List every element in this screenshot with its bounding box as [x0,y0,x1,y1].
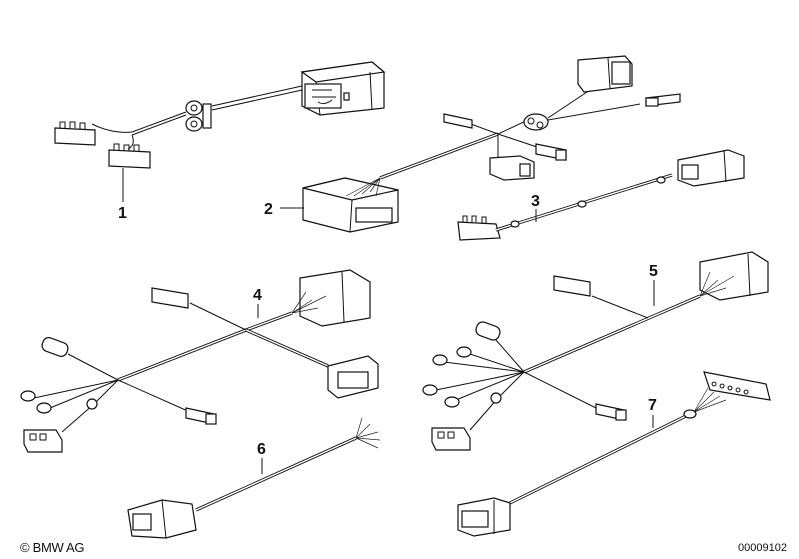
part-2-plug-a [443,113,473,129]
part-4-plug-top [151,287,189,309]
part-2-side-plug [645,93,681,107]
part-5-relay-block [431,427,471,451]
part-4-main-connector [291,269,371,327]
part-5-bulb-sockets [422,346,502,408]
part-5-harness[interactable]: 5 [422,251,769,451]
part-1-harness[interactable]: 1 [54,61,386,222]
part-4-lower-connector [327,355,379,399]
part-4-fuse-holder [41,337,69,357]
part-4-relay-block [23,429,63,453]
part-7-bottom-connector [457,497,511,537]
part-2-grommet [523,113,549,131]
callout-7: 7 [648,397,657,414]
part-4-harness[interactable]: 4 [20,269,379,453]
part-2-plug-b [535,143,567,161]
part-3-plug [457,215,501,241]
callout-6: 6 [257,441,266,458]
part-7-harness[interactable]: 7 [457,371,771,537]
part-5-plug-top [553,275,591,297]
part-3-harness[interactable]: 3 [457,149,745,241]
callout-1: 1 [118,205,127,222]
part-1-switch-connector [300,61,386,116]
part-7-top-connector [703,371,771,401]
part-4-plug-bottom [185,407,217,425]
part-1-plug-right [108,143,151,169]
part-6-harness[interactable]: 6 [127,417,381,539]
part-2-plug-c [489,155,535,181]
part-1-plug-left [54,121,96,146]
part-1-grommets [185,100,212,132]
part-5-fuse-holder [475,321,501,341]
copyright-notice: © BMW AG [20,540,85,555]
callout-5: 5 [649,263,658,280]
part-5-plug-bottom [595,403,627,421]
callout-2: 2 [264,201,273,218]
callout-3: 3 [531,193,540,210]
document-number: 00009102 [738,542,787,554]
callout-4: 4 [253,287,262,304]
part-2-main-connector [302,177,399,233]
part-2-top-connector [577,55,633,93]
part-3-connector [677,149,745,187]
part-2-harness[interactable]: 2 [264,55,681,233]
part-4-bulb-sockets [20,390,98,414]
part-6-connector [127,499,197,539]
part-5-main-connector [699,251,769,301]
